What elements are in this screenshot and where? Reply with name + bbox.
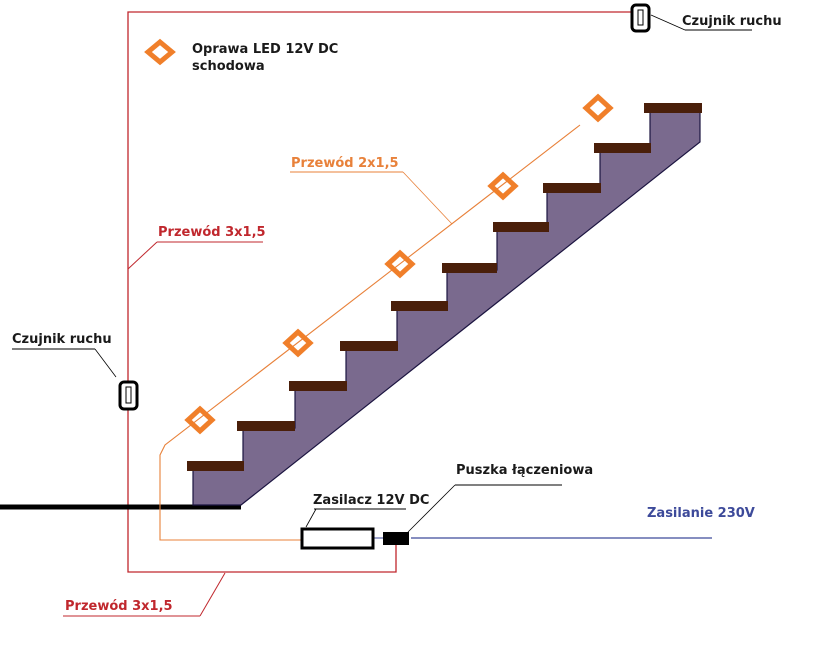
junction-box-leader: [407, 484, 456, 533]
led-fixture-icon: [582, 93, 614, 123]
stair-tread: [543, 183, 601, 193]
motion-sensor-left-label: Czujnik ruchu: [12, 332, 112, 347]
stair-tread: [594, 143, 651, 153]
cable-3x15-lower-label: Przewód 3x1,5: [65, 599, 173, 614]
stair-tread: [340, 341, 398, 351]
led-fixtures: [144, 38, 614, 435]
stair-tread: [493, 222, 549, 232]
stair-tread: [391, 301, 448, 311]
stair-tread: [289, 381, 347, 391]
junction-box-label: Puszka łączeniowa: [456, 463, 593, 478]
stair-tread: [442, 263, 497, 273]
legend-led-fixture-line1: Oprawa LED 12V DC: [192, 42, 338, 57]
junction-box-icon: [383, 532, 409, 545]
motion-sensor-top-icon: [630, 3, 651, 33]
led-fixture-icon: [282, 328, 314, 358]
power-supply-leader: [305, 508, 317, 528]
motion-sensor-top-label: Czujnik ruchu: [682, 14, 782, 29]
motion-sensor-top-window: [637, 9, 644, 26]
cable-3x15-bottom-loop: [127, 497, 397, 573]
led-fixture-icon: [487, 171, 519, 201]
cable-2x15-label-pointer: [402, 171, 453, 225]
cable-2x15-label: Przewód 2x1,5: [291, 156, 399, 171]
cable-3x15-top-loop: [127, 11, 633, 497]
legend-led-fixture-icon: [144, 38, 176, 66]
led-fixture-icon: [184, 405, 216, 435]
stair-treads: [187, 103, 702, 471]
motion-sensor-top-leader: [650, 14, 686, 31]
motion-sensor-left-window: [125, 386, 132, 404]
cable-3x15-upper-label: Przewód 3x1,5: [158, 225, 266, 240]
led-fixture-icon: [384, 249, 416, 279]
mains-230v-label: Zasilanie 230V: [647, 506, 755, 521]
cable-3x15-upper-pointer: [127, 241, 158, 270]
motion-sensor-left-leader: [94, 348, 117, 378]
legend-led-fixture-line2: schodowa: [192, 59, 265, 74]
stair-tread: [237, 421, 295, 431]
motion-sensor-left-icon: [118, 380, 139, 411]
power-supply-label: Zasilacz 12V DC: [313, 493, 429, 508]
stair-tread: [644, 103, 702, 113]
cable-3x15-lower-pointer: [199, 572, 226, 617]
power-supply-icon: [300, 527, 375, 550]
stair-tread: [187, 461, 244, 471]
